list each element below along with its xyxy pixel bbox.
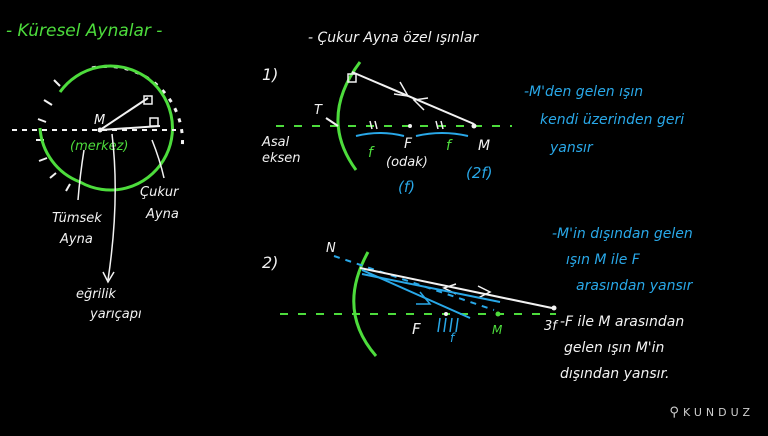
mirror-hatching bbox=[36, 79, 71, 192]
ray-2-f-mark: f bbox=[450, 331, 456, 345]
radius-line-1 bbox=[99, 97, 149, 131]
ray-2-note-a2: ışın M ile F bbox=[566, 252, 641, 268]
radius-pointer bbox=[107, 133, 116, 281]
ray-2-center-label: M bbox=[492, 323, 503, 337]
ray-1-line bbox=[351, 71, 475, 125]
radius-label-1: eğrilik bbox=[76, 287, 116, 302]
ray-1-tick-marks bbox=[369, 120, 444, 130]
right-angle-mark-2 bbox=[149, 117, 159, 127]
ray-1-focus-label: F bbox=[404, 136, 413, 152]
ray-2-center-point bbox=[495, 311, 501, 317]
mirror-circle bbox=[58, 64, 174, 192]
ray-1-f-braces bbox=[355, 132, 469, 137]
subtitle: - Çukur Ayna özel ışınlar bbox=[308, 30, 479, 46]
radius-pointer-head bbox=[102, 271, 115, 284]
radius-label-2: yarıçapı bbox=[89, 307, 142, 322]
page-title: - Küresel Aynalar - bbox=[6, 21, 162, 41]
convex-surface-dashes bbox=[91, 64, 184, 151]
ray-2-hatching bbox=[437, 317, 459, 333]
ray-2-note-b3: dışından yansır. bbox=[560, 366, 669, 382]
convex-pointer bbox=[77, 149, 85, 201]
ray-2-normal bbox=[333, 255, 495, 311]
ray-2-note-b2: gelen ışın M'in bbox=[564, 340, 664, 356]
ray-1-f-label-2: f bbox=[446, 138, 453, 154]
kunduz-logo: ⚲ KUNDUZ bbox=[669, 405, 754, 420]
ray-1-arrow-in bbox=[393, 81, 410, 97]
ray-1-note-2: kendi üzerinden geri bbox=[540, 112, 684, 128]
ray-1-center-point bbox=[471, 123, 477, 129]
ray-2-incoming-ray bbox=[359, 267, 553, 309]
ray-1-t-mark bbox=[325, 117, 339, 127]
ray-2-note-b1: -F ile M arasından bbox=[560, 314, 684, 330]
ray-1-center-label: M bbox=[478, 138, 490, 154]
convex-label-1: Tümsek bbox=[52, 211, 102, 226]
ray-1-diagram: 1) T Asal eksen f F f M (odak) (f) (2 bbox=[261, 61, 684, 196]
ray-2-diagram: 2) N F f M 3f -M'in dışından gelen ışın … bbox=[262, 226, 694, 382]
ray-1-note-1: -M'den gelen ışın bbox=[524, 84, 643, 100]
ray-2-number: 2) bbox=[262, 253, 278, 272]
trophy-icon: ⚲ bbox=[669, 405, 679, 420]
ray-2-3f-label: 3f bbox=[544, 319, 559, 334]
right-angle-mark-1 bbox=[143, 95, 153, 105]
concave-label-2: Ayna bbox=[145, 207, 179, 222]
ray-1-number: 1) bbox=[262, 65, 278, 84]
ray-2-note-a3: arasından yansır bbox=[576, 278, 694, 294]
ray-1-note-3: yansır bbox=[549, 140, 594, 156]
ray-2-blue-ray-2 bbox=[361, 273, 501, 303]
spherical-mirror-diagram: M (merkez) Tümsek Ayna Çukur Ayna eğrili… bbox=[12, 64, 184, 322]
ray-2-arrow-3 bbox=[416, 291, 432, 305]
axis-label-2: eksen bbox=[262, 151, 301, 166]
ray-2-note-a1: -M'in dışından gelen bbox=[552, 226, 693, 242]
ray-1-arrow-out bbox=[412, 97, 429, 111]
ray-2-n-label: N bbox=[326, 241, 336, 256]
ray-2-focus-label: F bbox=[412, 320, 421, 338]
center-sub-label: (merkez) bbox=[70, 139, 129, 154]
ray-2-3f-point bbox=[551, 305, 557, 311]
convex-label-2: Ayna bbox=[59, 232, 93, 247]
center-point bbox=[97, 127, 103, 133]
ray-1-focus-point bbox=[408, 124, 412, 128]
ray-2-mirror bbox=[352, 251, 378, 357]
ray-2-arrow-2 bbox=[477, 285, 492, 299]
ray-1-t-label: T bbox=[314, 103, 323, 118]
ray-1-f-label-1: f bbox=[368, 145, 375, 161]
ray-2-focus-point bbox=[444, 312, 448, 316]
mirror-circle-left bbox=[38, 127, 81, 184]
concave-pointer bbox=[151, 139, 165, 179]
ray-1-focus-sym: (f) bbox=[398, 178, 415, 196]
ray-1-focus-sub: (odak) bbox=[386, 155, 428, 170]
center-label: M bbox=[94, 113, 105, 128]
concave-label-1: Çukur bbox=[140, 185, 180, 200]
axis-label-1: Asal bbox=[261, 135, 290, 150]
ray-1-right-angle bbox=[347, 73, 357, 83]
ray-1-center-sym: (2f) bbox=[466, 164, 493, 182]
logo-text: KUNDUZ bbox=[682, 406, 754, 419]
